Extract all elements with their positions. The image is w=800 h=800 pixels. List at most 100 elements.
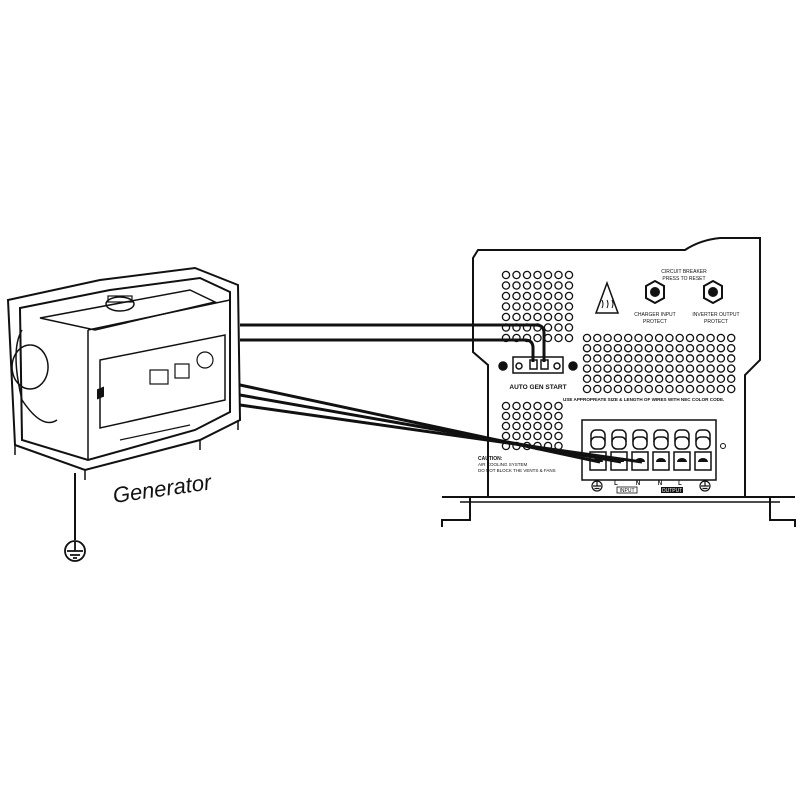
vent-hole	[685, 374, 695, 384]
caution-line-2: DO NOT BLOCK THE VENTS & FANS	[478, 468, 556, 473]
vent-hole	[554, 291, 563, 301]
ground-symbol-icon	[64, 540, 86, 562]
vent-hole	[685, 364, 695, 373]
vent-hole	[623, 364, 633, 373]
vent-hole	[603, 333, 612, 343]
vent-hole	[533, 312, 542, 322]
terminal-label-l-out: L	[678, 481, 682, 487]
vent-hole	[564, 302, 574, 311]
vent-hole	[716, 364, 726, 373]
vent-hole	[675, 343, 684, 353]
vent-hole	[654, 384, 664, 394]
ac-terminal-screw[interactable]	[589, 429, 607, 471]
vent-hole	[675, 333, 684, 343]
vent-hole	[564, 281, 574, 290]
vent-hole	[603, 343, 612, 353]
vent-hole	[501, 312, 511, 322]
vent-hole	[603, 354, 612, 363]
vent-hole	[716, 374, 726, 384]
vent-hole	[554, 270, 563, 280]
vent-hole	[603, 374, 612, 384]
vent-hole	[543, 421, 553, 431]
hot-surface-warning-icon	[594, 280, 620, 314]
vent-hole	[501, 401, 511, 411]
vent-hole	[593, 384, 602, 394]
ground-symbol-icon	[591, 480, 603, 492]
vent-hole	[675, 384, 684, 394]
vent-hole	[665, 333, 674, 343]
vent-hole	[696, 374, 705, 384]
caution-line-1: AIR COOLING SYSTEM	[478, 462, 528, 467]
vent-hole	[501, 302, 511, 311]
vent-hole	[501, 421, 511, 431]
vent-hole	[533, 411, 542, 421]
vent-hole	[644, 374, 654, 384]
auto-gen-start-terminal[interactable]	[498, 356, 578, 374]
vent-hole	[582, 374, 592, 384]
inverter-protect-label-2: PROTECT	[704, 319, 728, 325]
vent-hole	[623, 374, 633, 384]
vent-hole	[564, 323, 574, 332]
vent-hole	[533, 333, 542, 343]
vent-hole	[726, 333, 736, 343]
vent-hole	[706, 343, 715, 353]
vent-hole	[582, 364, 592, 373]
vent-hole	[716, 333, 726, 343]
ac-input-wire-neutral	[239, 403, 643, 464]
vent-hole	[554, 312, 563, 322]
vent-hole	[623, 384, 633, 394]
vent-hole	[522, 291, 532, 301]
wires	[239, 323, 643, 464]
vent-hole	[696, 333, 705, 343]
vent-hole	[522, 421, 532, 431]
vent-hole	[654, 354, 664, 363]
vent-hole	[685, 384, 695, 394]
ac-terminal-screw[interactable]	[673, 429, 691, 471]
inverter-output-breaker[interactable]	[703, 279, 723, 305]
vent-hole	[613, 384, 623, 394]
vent-hole	[522, 431, 532, 441]
vent-hole	[522, 401, 532, 411]
circuit-breaker-label-1: CIRCUIT BREAKER	[661, 269, 707, 275]
vent-hole	[654, 374, 664, 384]
vent-hole	[675, 354, 684, 363]
vent-hole	[554, 421, 563, 431]
auto-gen-start-wire-1	[240, 323, 546, 362]
vent-hole	[593, 343, 602, 353]
vent-hole	[522, 270, 532, 280]
vent-hole	[593, 364, 602, 373]
vent-hole	[685, 333, 695, 343]
ac-terminal-screw[interactable]	[652, 429, 670, 471]
vent-hole	[706, 364, 715, 373]
vent-hole	[522, 281, 532, 290]
output-label: OUTPUT	[662, 488, 683, 494]
vent-hole	[554, 323, 563, 332]
vent-hole	[613, 354, 623, 363]
charger-input-breaker[interactable]	[645, 279, 665, 305]
vent-hole	[582, 333, 592, 343]
vent-hole	[613, 333, 623, 343]
vent-hole	[512, 270, 521, 280]
terminal-label-n-out: N	[658, 481, 662, 487]
vent-hole	[512, 281, 521, 290]
vent-hole	[554, 302, 563, 311]
vent-hole	[644, 364, 654, 373]
vent-hole	[654, 364, 664, 373]
vent-hole	[665, 354, 674, 363]
vent-hole	[543, 401, 553, 411]
ac-terminal-screw[interactable]	[694, 429, 712, 471]
vent-hole	[533, 421, 542, 431]
vent-hole	[512, 401, 521, 411]
vent-hole	[533, 270, 542, 280]
vent-hole	[522, 411, 532, 421]
vent-hole	[554, 333, 563, 343]
vent-hole	[501, 281, 511, 290]
vent-hole	[501, 270, 511, 280]
vent-hole	[644, 384, 654, 394]
input-label: INPUT	[620, 488, 635, 494]
charger-protect-label-1: CHARGER INPUT	[634, 312, 675, 318]
vent-hole	[533, 291, 542, 301]
vent-hole	[613, 374, 623, 384]
vent-hole	[543, 411, 553, 421]
